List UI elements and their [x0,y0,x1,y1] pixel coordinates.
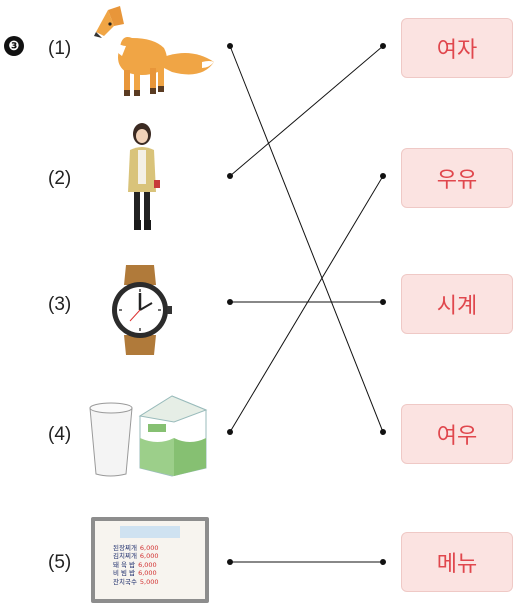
left-dot-5[interactable] [227,559,233,565]
right-dot-1[interactable] [380,43,386,49]
wristwatch-picture [112,265,172,355]
match-line-2-1 [229,45,384,177]
left-dot-4[interactable] [227,429,233,435]
word-card-3[interactable]: 시계 [401,274,513,334]
word-card-4[interactable]: 여우 [401,404,513,464]
right-dot-4[interactable] [380,429,386,435]
left-dot-1[interactable] [227,43,233,49]
match-line-4-2 [229,175,384,433]
right-dot-2[interactable] [380,173,386,179]
word-card-2[interactable]: 우유 [401,148,513,208]
right-dot-5[interactable] [380,559,386,565]
right-dot-3[interactable] [380,299,386,305]
word-card-1[interactable]: 여자 [401,18,513,78]
item-label-3: (3) [48,294,72,315]
item-label-1: (1) [48,38,72,59]
item-label-4: (4) [48,424,72,445]
menu-board-header [120,526,180,538]
word-card-5[interactable]: 메뉴 [401,532,513,592]
left-dot-2[interactable] [227,173,233,179]
item-label-2: (2) [48,168,72,189]
fox-picture [94,6,214,96]
match-line-1-4 [229,45,384,433]
woman-picture [128,123,160,230]
left-dot-3[interactable] [227,299,233,305]
item-label-5: (5) [48,552,72,573]
question-number: ❸ [4,36,24,56]
glass-and-milk-carton-picture [89,395,208,477]
